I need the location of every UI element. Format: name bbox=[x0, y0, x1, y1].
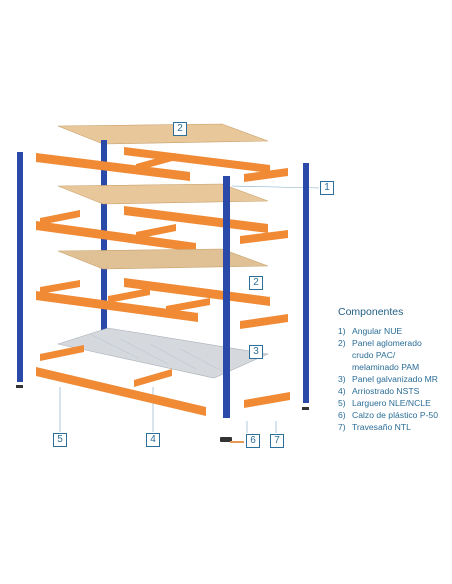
legend-item: 3) Panel galvanizado MR bbox=[338, 373, 450, 385]
galvanized-panel-ribs bbox=[89, 333, 227, 374]
upright-back-right bbox=[303, 163, 309, 403]
legend-item-number: 3) bbox=[338, 374, 346, 384]
callout-2-mid: 2 bbox=[249, 276, 263, 290]
callout-6: 6 bbox=[246, 434, 260, 448]
legend-item-text: Arriostrado NSTS bbox=[352, 386, 420, 396]
upright-front-center bbox=[223, 176, 230, 418]
callout-1: 1 bbox=[320, 181, 334, 195]
legend-item-text: Larguero NLE/NCLE bbox=[352, 398, 431, 408]
callout-5: 5 bbox=[53, 433, 67, 447]
legend-item: 4) Arriostrado NSTS bbox=[338, 385, 450, 397]
legend-item-number: 6) bbox=[338, 410, 346, 420]
legend-item-number: 2) bbox=[338, 338, 346, 348]
legend-item-number: 7) bbox=[338, 422, 346, 432]
beams-level-4 bbox=[36, 345, 290, 416]
legend-item-text: Calzo de plástico P-50 bbox=[352, 410, 438, 420]
legend-item: 7) Travesaño NTL bbox=[338, 421, 450, 433]
legend-item: 1) Angular NUE bbox=[338, 325, 450, 337]
callout-4: 4 bbox=[146, 433, 160, 447]
callout-7: 7 bbox=[270, 434, 284, 448]
board-level-2 bbox=[57, 183, 269, 205]
upright-front-left bbox=[17, 152, 23, 382]
beams-level-3 bbox=[36, 278, 288, 329]
callout-3: 3 bbox=[249, 345, 263, 359]
top-board bbox=[57, 123, 269, 145]
beams-level-2 bbox=[36, 206, 288, 252]
legend-item-text: Travesaño NTL bbox=[352, 422, 411, 432]
legend-item-number: 5) bbox=[338, 398, 346, 408]
legend-item: 6) Calzo de plástico P-50 bbox=[338, 409, 450, 421]
board-level-3 bbox=[57, 248, 269, 270]
legend-item: 2) Panel aglomerado crudo PAC/ melaminado… bbox=[338, 337, 450, 373]
components-legend: Componentes 1) Angular NUE 2) Panel aglome… bbox=[338, 306, 450, 433]
beams-level-1 bbox=[36, 147, 288, 182]
plastic-feet bbox=[16, 385, 309, 443]
legend-item-text: Panel aglomerado crudo PAC/ melaminado P… bbox=[352, 338, 422, 372]
legend-item: 5) Larguero NLE/NCLE bbox=[338, 397, 450, 409]
legend-title: Componentes bbox=[338, 306, 404, 318]
legend-item-number: 1) bbox=[338, 326, 346, 336]
galvanized-panel bbox=[56, 327, 270, 379]
legend-item-number: 4) bbox=[338, 386, 346, 396]
legend-item-text: Angular NUE bbox=[352, 326, 403, 336]
legend-item-text: Panel galvanizado MR bbox=[352, 374, 438, 384]
callout-2-top: 2 bbox=[173, 122, 187, 136]
